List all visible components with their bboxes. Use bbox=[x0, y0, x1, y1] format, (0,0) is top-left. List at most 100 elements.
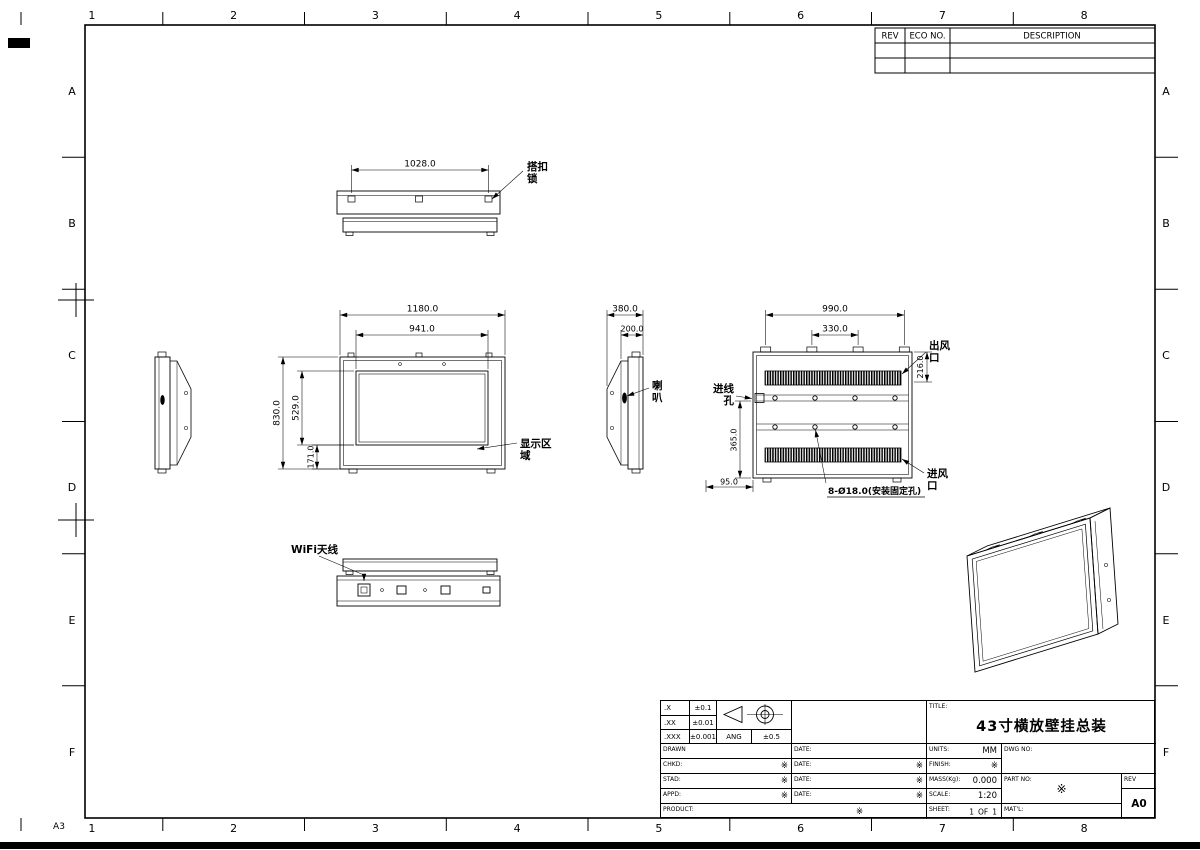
right-side-view bbox=[606, 351, 644, 474]
air-inlet-leader bbox=[901, 458, 925, 474]
zone-row-label: A bbox=[1162, 85, 1170, 98]
air-outlet-leader bbox=[901, 351, 927, 375]
zone-row-label: E bbox=[1163, 614, 1170, 627]
zone-row-label: D bbox=[68, 481, 76, 494]
ref-mark: ※ bbox=[780, 776, 788, 786]
air-outlet-label: 出风 bbox=[929, 339, 950, 352]
ref-mark: ※ bbox=[990, 761, 998, 771]
mounting-hole bbox=[892, 395, 898, 401]
sheet-of: OF bbox=[978, 807, 989, 816]
units-cell: UNITS:MM bbox=[926, 743, 1001, 758]
stad-label: STAD: bbox=[663, 776, 681, 783]
drawn-label: DRAWN bbox=[663, 746, 686, 753]
scale-value: 1:20 bbox=[977, 791, 997, 801]
zone-col-label: 2 bbox=[230, 822, 237, 835]
dim-text: 830.0 bbox=[273, 400, 283, 426]
zone-col-label: 6 bbox=[797, 822, 804, 835]
left-side-view bbox=[154, 351, 192, 474]
date-label: DATE: bbox=[794, 761, 812, 768]
sheet-frame bbox=[20, 12, 1178, 831]
mounting-hole bbox=[772, 395, 778, 401]
mounting-hole bbox=[812, 395, 818, 401]
drawn-cell: DRAWN bbox=[661, 743, 791, 758]
date-label: DATE: bbox=[794, 746, 812, 753]
iso-side-face bbox=[1089, 507, 1119, 635]
iso-bracket bbox=[985, 544, 1000, 551]
connector bbox=[482, 586, 491, 594]
zone-row-label: F bbox=[1163, 746, 1169, 759]
matl-label: MAT'L: bbox=[1004, 806, 1024, 813]
zone-row-label: D bbox=[1162, 481, 1170, 494]
dim-text: 380.0 bbox=[612, 305, 638, 315]
finish-label: FINISH: bbox=[929, 761, 951, 768]
tolerance-xx-value: ±0.01 bbox=[689, 715, 716, 729]
tolerance-x-value: ±0.1 bbox=[689, 701, 716, 715]
air-inlet-label: 口 bbox=[927, 480, 938, 492]
zone-row-label: F bbox=[69, 746, 75, 759]
front-view bbox=[339, 352, 506, 474]
mount-bracket bbox=[760, 346, 772, 353]
iso-front-face bbox=[966, 517, 1099, 673]
angle-label: ANG bbox=[726, 732, 742, 741]
zone-row-label: A bbox=[68, 85, 76, 98]
display-area bbox=[355, 370, 489, 446]
bottom-view bbox=[336, 558, 501, 607]
mass-value: 0.000 bbox=[972, 776, 997, 786]
mount-bracket bbox=[806, 346, 818, 353]
revision-table bbox=[874, 27, 1156, 74]
isometric-view bbox=[966, 507, 1119, 673]
zone-col-label: 5 bbox=[655, 9, 662, 22]
dim-top-width bbox=[351, 165, 489, 193]
latch bbox=[484, 195, 493, 203]
ref-mark: ※ bbox=[856, 806, 864, 817]
dim-text: 216.0 bbox=[916, 356, 925, 379]
zone-row-label: C bbox=[1162, 349, 1170, 362]
mounting-holes-leader bbox=[814, 429, 827, 484]
description-col-header: DESCRIPTION bbox=[1023, 32, 1081, 42]
front-dims bbox=[278, 310, 506, 470]
iso-bracket bbox=[1028, 531, 1043, 538]
zone-labels: 1 2 3 4 5 6 7 8 1 2 3 4 5 6 7 8 A B C D … bbox=[53, 9, 1170, 835]
cable-hole-label: 进线 bbox=[713, 382, 734, 395]
tolerance-xxx-label: .XXX bbox=[664, 732, 681, 741]
wifi-antenna bbox=[357, 583, 371, 597]
sheet-edge-bar bbox=[0, 842, 1200, 849]
latch bbox=[415, 195, 423, 203]
mounting-hole bbox=[852, 395, 858, 401]
zone-col-label: 5 bbox=[655, 822, 662, 835]
mounting-hole bbox=[772, 424, 778, 430]
appd-label: APPD: bbox=[663, 791, 681, 798]
rear-view bbox=[752, 346, 913, 483]
matl-cell: MAT'L: bbox=[1001, 803, 1121, 819]
zone-row-label: B bbox=[68, 217, 76, 230]
stad-date-cell: DATE:※ bbox=[791, 773, 926, 788]
dim-text: 171.0 bbox=[307, 446, 316, 469]
latch bbox=[347, 195, 356, 203]
rear-dims bbox=[705, 310, 932, 492]
zone-col-label: 4 bbox=[514, 9, 521, 22]
wifi-leader bbox=[318, 555, 367, 582]
product-label: PRODUCT: bbox=[663, 806, 694, 813]
speaker-leader bbox=[626, 387, 650, 397]
zone-col-label: 4 bbox=[514, 822, 521, 835]
sheet-total: 1 bbox=[992, 807, 997, 816]
zone-col-label: 6 bbox=[797, 9, 804, 22]
appd-cell: APPD:※ bbox=[661, 788, 791, 803]
tolerance-xxx-text: ±0.001 bbox=[690, 732, 716, 741]
display-label: 域 bbox=[520, 449, 531, 462]
part-no-label: PART NO: bbox=[1004, 776, 1032, 783]
tolerance-xx-label: .XX bbox=[664, 718, 676, 727]
chkd-date-cell: DATE:※ bbox=[791, 758, 926, 773]
zone-col-label: 7 bbox=[939, 9, 946, 22]
zone-col-label: 7 bbox=[939, 822, 946, 835]
dim-text: 529.0 bbox=[292, 395, 302, 421]
rev-value-cell: A0 bbox=[1121, 788, 1156, 819]
front-outer bbox=[339, 356, 506, 470]
tolerance-x-text: ±0.1 bbox=[694, 704, 712, 712]
tolerance-x-label: .X bbox=[664, 704, 672, 712]
cable-hole-leader bbox=[735, 395, 753, 400]
stad-cell: STAD: ※ bbox=[661, 773, 791, 788]
centering-marks bbox=[58, 283, 94, 537]
